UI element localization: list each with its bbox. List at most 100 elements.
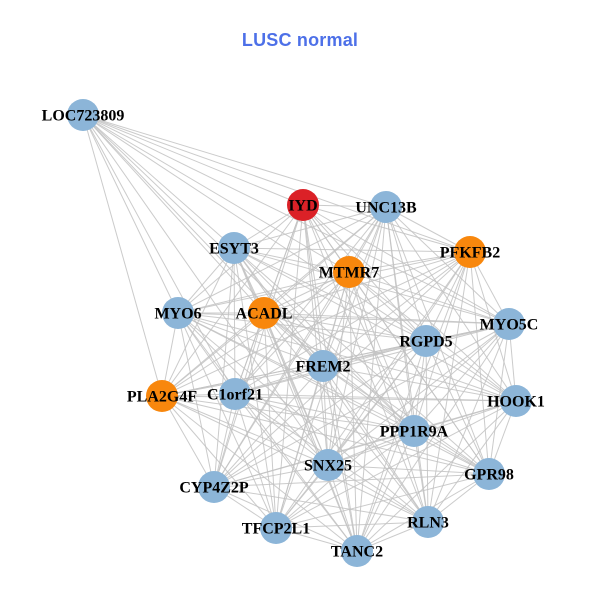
edge-MTMR7-GPR98 — [348, 271, 490, 475]
edge-LOC723809-FREM2 — [82, 114, 324, 367]
edges-layer — [82, 114, 517, 552]
edge-PFKFB2-GPR98 — [469, 251, 490, 475]
edge-MTMR7-RLN3 — [348, 271, 429, 523]
edge-GPR98-TFCP2L1 — [275, 473, 490, 529]
edge-RGPD5-FREM2 — [322, 340, 427, 367]
node-ACADL — [248, 297, 280, 329]
edge-RGPD5-HOOK1 — [425, 340, 517, 402]
edge-MTMR7-RGPD5 — [348, 271, 427, 342]
node-label-LOC723809: LOC723809 — [42, 108, 125, 125]
edge-PLA2G4F-SNX25 — [161, 395, 329, 466]
node-label-PFKFB2: PFKFB2 — [440, 245, 500, 262]
edge-FREM2-TFCP2L1 — [275, 365, 324, 529]
node-label-FREM2: FREM2 — [295, 359, 350, 376]
edge-HOOK1-TFCP2L1 — [275, 400, 517, 529]
node-FREM2 — [307, 350, 339, 382]
edge-PFKFB2-TFCP2L1 — [275, 251, 471, 529]
edge-MYO5C-C1orf21 — [234, 323, 510, 395]
edge-C1orf21-TFCP2L1 — [234, 393, 277, 529]
edge-MYO5C-GPR98 — [488, 323, 510, 475]
edge-MTMR7-PLA2G4F — [161, 271, 350, 397]
edge-ESYT3-PPP1R9A — [233, 247, 415, 432]
edge-ACADL-MYO5C — [263, 312, 510, 325]
node-label-PPP1R9A: PPP1R9A — [380, 424, 449, 441]
edge-MYO6-MYO5C — [177, 312, 510, 325]
edge-PPP1R9A-TFCP2L1 — [275, 430, 415, 529]
edge-IYD-PFKFB2 — [302, 204, 471, 253]
edge-ESYT3-TANC2 — [233, 247, 358, 552]
node-MYO5C — [493, 308, 525, 340]
edge-MYO6-TANC2 — [177, 312, 358, 552]
node-label-RGPD5: RGPD5 — [399, 334, 452, 351]
edge-PLA2G4F-CYP4Z2P — [161, 395, 215, 488]
edge-FREM2-CYP4Z2P — [213, 365, 324, 488]
edge-MYO6-C1orf21 — [177, 312, 236, 395]
edge-C1orf21-SNX25 — [234, 393, 329, 466]
edge-ESYT3-C1orf21 — [233, 247, 236, 395]
node-label-ESYT3: ESYT3 — [209, 241, 259, 258]
node-UNC13B — [370, 191, 402, 223]
node-IYD — [287, 189, 319, 221]
edge-ESYT3-RLN3 — [233, 247, 429, 523]
edge-PFKFB2-TANC2 — [356, 251, 471, 552]
edge-ESYT3-MTMR7 — [233, 247, 350, 273]
node-label-TFCP2L1: TFCP2L1 — [242, 521, 310, 538]
edge-MYO6-RGPD5 — [177, 312, 427, 342]
node-CYP4Z2P — [198, 471, 230, 503]
edge-ESYT3-RGPD5 — [233, 247, 427, 342]
edge-MYO6-TFCP2L1 — [177, 312, 277, 529]
edge-ESYT3-PLA2G4F — [161, 247, 235, 397]
node-GPR98 — [473, 458, 505, 490]
edge-MYO5C-TFCP2L1 — [275, 323, 510, 529]
edge-PFKFB2-C1orf21 — [234, 251, 471, 395]
edge-PFKFB2-RGPD5 — [425, 251, 471, 342]
edge-LOC723809-UNC13B — [82, 114, 387, 208]
node-label-TANC2: TANC2 — [331, 544, 383, 561]
edge-IYD-CYP4Z2P — [213, 204, 304, 488]
edge-MYO6-CYP4Z2P — [177, 312, 215, 488]
node-SNX25 — [312, 449, 344, 481]
node-label-MYO6: MYO6 — [154, 306, 201, 323]
node-PLA2G4F — [146, 380, 178, 412]
node-MYO6 — [162, 297, 194, 329]
edge-SNX25-RLN3 — [327, 464, 429, 523]
edge-LOC723809-MTMR7 — [82, 114, 350, 273]
edge-UNC13B-C1orf21 — [234, 206, 387, 395]
node-TANC2 — [341, 535, 373, 567]
edge-LOC723809-IYD — [82, 114, 304, 206]
edge-PFKFB2-MTMR7 — [348, 251, 471, 273]
edge-UNC13B-CYP4Z2P — [213, 206, 387, 488]
edge-MTMR7-MYO6 — [177, 271, 350, 314]
node-label-HOOK1: HOOK1 — [487, 394, 545, 411]
edge-RGPD5-CYP4Z2P — [213, 340, 427, 488]
edge-FREM2-HOOK1 — [322, 365, 517, 402]
node-LOC723809 — [67, 99, 99, 131]
edge-ACADL-RGPD5 — [263, 312, 427, 342]
node-label-GPR98: GPR98 — [464, 467, 514, 484]
edge-C1orf21-HOOK1 — [234, 393, 517, 402]
edge-LOC723809-PPP1R9A — [82, 114, 415, 432]
node-label-MYO5C: MYO5C — [480, 317, 539, 334]
edge-FREM2-RLN3 — [322, 365, 429, 523]
edge-LOC723809-PLA2G4F — [82, 114, 163, 397]
edge-ACADL-HOOK1 — [263, 312, 517, 402]
node-label-C1orf21: C1orf21 — [207, 387, 263, 404]
node-TFCP2L1 — [260, 512, 292, 544]
node-RLN3 — [412, 506, 444, 538]
edge-SNX25-GPR98 — [327, 464, 490, 475]
edge-LOC723809-MYO5C — [82, 114, 510, 325]
edge-SNX25-CYP4Z2P — [213, 464, 329, 488]
edge-LOC723809-MYO6 — [82, 114, 179, 314]
edge-MYO6-RLN3 — [177, 312, 429, 523]
node-PFKFB2 — [454, 236, 486, 268]
node-ESYT3 — [218, 232, 250, 264]
edge-MYO6-GPR98 — [177, 312, 490, 475]
edge-UNC13B-MYO6 — [177, 206, 387, 314]
node-label-PLA2G4F: PLA2G4F — [127, 389, 197, 406]
edge-LOC723809-PFKFB2 — [82, 114, 471, 253]
node-MTMR7 — [333, 256, 365, 288]
edge-ACADL-SNX25 — [263, 312, 329, 466]
